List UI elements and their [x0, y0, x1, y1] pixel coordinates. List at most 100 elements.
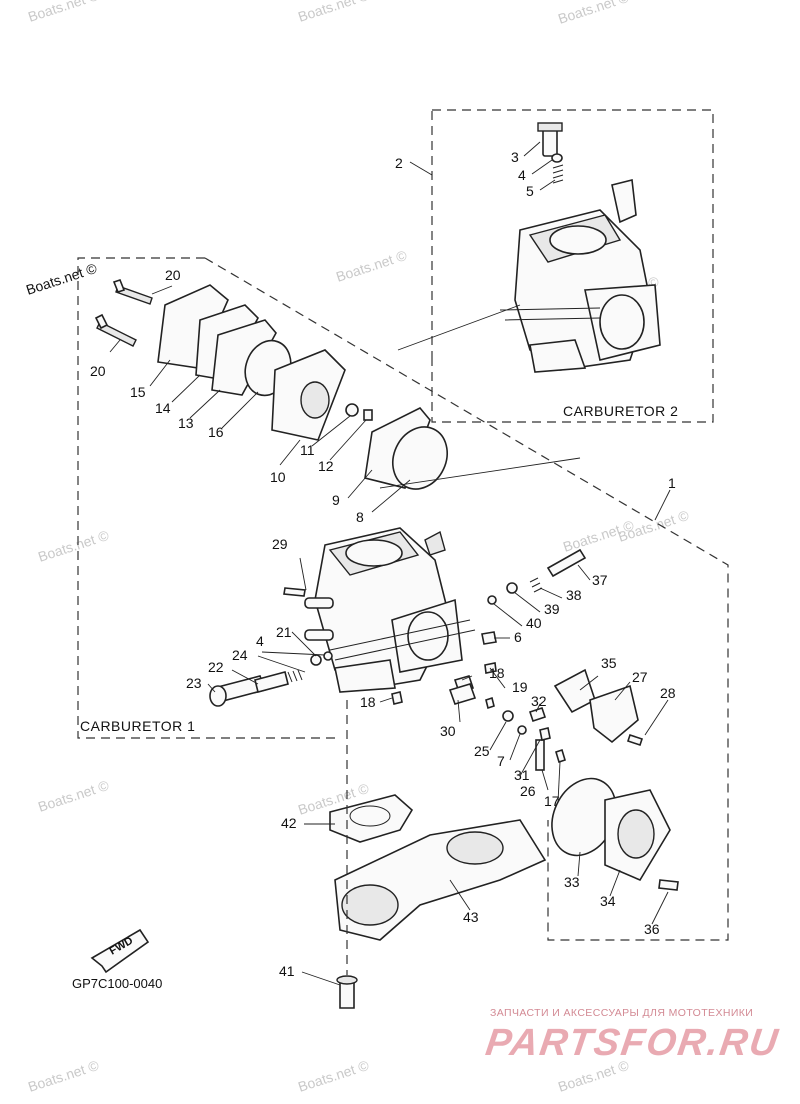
washer-4: [323, 651, 333, 661]
carburetor-1-throat: [407, 611, 449, 661]
leader-34: [609, 869, 621, 897]
leader-11: [311, 415, 351, 447]
callout-31: 31: [514, 767, 530, 783]
screw-37: [546, 548, 587, 578]
leader-38: [539, 587, 563, 599]
leader-2: [409, 161, 433, 176]
carburetor-1-bore: [345, 539, 403, 567]
carburetor-1-box-right: [204, 257, 729, 941]
leader-35: [579, 675, 599, 691]
ring-7: [517, 725, 527, 735]
callout-18: 18: [360, 694, 376, 710]
screw-28: [626, 733, 644, 747]
gasket-42-hole: [349, 805, 391, 827]
callout-16: 16: [208, 424, 224, 440]
leader-43: [449, 879, 471, 911]
leader-15: [149, 359, 171, 387]
callout-29: 29: [272, 536, 288, 552]
callout-40: 40: [526, 615, 542, 631]
callout-43: 43: [463, 909, 479, 925]
leader-16: [221, 391, 259, 429]
leader-32: [535, 703, 541, 713]
carburetor-2-label: CARBURETOR 2: [563, 403, 678, 419]
carburetor-1-base: [334, 659, 396, 693]
pump-body-port: [300, 381, 330, 419]
brand-subtitle: ЗАПЧАСТИ И АКСЕССУАРЫ ДЛЯ МОТОТЕХНИКИ: [490, 1007, 754, 1019]
leader-37: [577, 564, 591, 581]
carburetor-2-throat: [599, 294, 645, 350]
leader-8: [371, 479, 411, 513]
screw-3: [542, 127, 558, 157]
screw-3-head: [537, 122, 563, 132]
fwd-arrow-shape: [90, 928, 150, 974]
callout-24: 24: [232, 647, 248, 663]
leader-4b: [261, 651, 326, 656]
callout-21: 21: [276, 624, 292, 640]
leader-10: [279, 439, 301, 466]
screw-18: [391, 691, 403, 705]
watermark: Boats.net ©: [36, 527, 111, 565]
screw-17: [555, 748, 566, 764]
callout-27: 27: [632, 669, 648, 685]
leader-33: [577, 851, 581, 877]
callout-7: 7: [497, 753, 505, 769]
brand-logo: PARTSFOR.RU: [483, 1022, 782, 1064]
callout-1: 1: [668, 475, 676, 491]
callout-36: 36: [644, 921, 660, 937]
callout-4: 4: [518, 167, 526, 183]
leader-24: [257, 655, 306, 673]
screw-20-upper-head: [112, 279, 126, 293]
manifold-parts: [329, 700, 547, 1009]
throttle-shaft: [329, 619, 476, 661]
screw-20-lower: [96, 321, 137, 347]
carburetor-2-lever: [611, 179, 637, 224]
plate-35: [553, 668, 596, 714]
leader-9: [347, 469, 373, 499]
callout-38: 38: [566, 587, 582, 603]
leader-30: [457, 699, 461, 723]
callout-28: 28: [660, 685, 676, 701]
leader-29: [299, 557, 307, 591]
carburetor-2-shaft: [499, 307, 601, 321]
callout-4: 4: [256, 633, 264, 649]
washer-39: [506, 582, 518, 594]
callout-12: 12: [318, 458, 334, 474]
leader-36: [651, 891, 669, 925]
callout-3: 3: [511, 149, 519, 165]
inlet-tube-lower: [304, 629, 334, 641]
watermark: Boats.net ©: [26, 0, 101, 25]
leader-pump-link: [379, 457, 581, 489]
callout-30: 30: [440, 723, 456, 739]
spring-38: [529, 577, 543, 593]
carburetor-2-box: [431, 109, 714, 423]
bolt-41-head: [336, 975, 358, 985]
washer-11: [345, 403, 359, 417]
leader-18a: [379, 697, 393, 703]
leader-17: [557, 761, 561, 803]
diaphragm-8: [392, 426, 448, 490]
leader-22: [231, 669, 259, 685]
callout-13: 13: [178, 415, 194, 431]
idle-screw-parts: [209, 651, 403, 707]
screw-29: [283, 587, 306, 597]
o-ring-40: [487, 595, 497, 605]
jet-32: [528, 706, 547, 723]
manifold-43-port-1: [341, 884, 399, 926]
callout-17: 17: [544, 793, 560, 809]
o-ring-21: [310, 654, 322, 666]
valve-12: [363, 409, 373, 421]
leader-25: [489, 721, 507, 751]
o-ring-4: [551, 153, 563, 163]
leader-27: [614, 681, 631, 701]
leader-2-link: [397, 304, 521, 351]
manifold-43-port-2: [446, 831, 504, 865]
callout-11: 11: [300, 442, 315, 458]
leader-4: [531, 159, 553, 175]
leader-41: [301, 971, 341, 986]
gasket-42: [329, 794, 414, 843]
fwd-arrow: FWD: [90, 928, 150, 974]
fuel-inlet-nipple: [424, 530, 446, 556]
callout-2: 2: [395, 155, 403, 171]
leader-20b: [109, 339, 121, 353]
callout-39: 39: [544, 601, 560, 617]
